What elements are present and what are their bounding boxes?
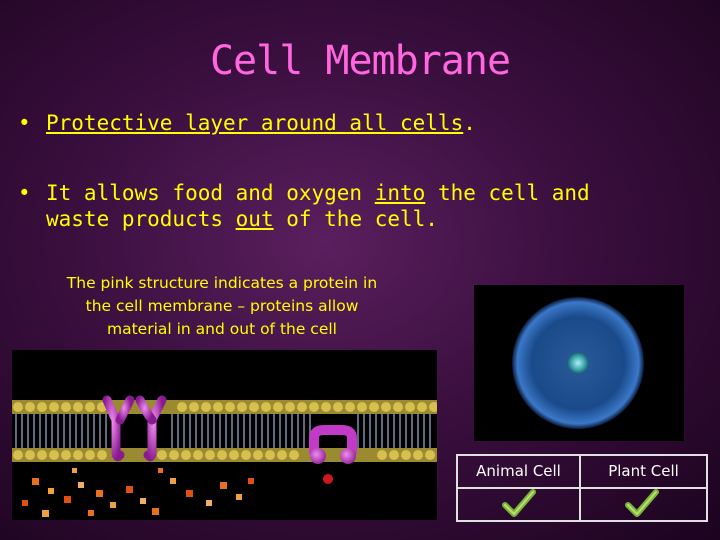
bullet-2-text-a: It allows food and oxygen — [46, 181, 375, 205]
lipid-tails — [15, 414, 431, 448]
table-cell-animal — [457, 488, 580, 521]
caption-line-3: material in and out of the cell — [107, 320, 337, 338]
table-cell-plant — [580, 488, 707, 521]
nutrient-particles — [22, 468, 254, 517]
bullet-food-oxygen: • It allows food and oxygen into the cell… — [18, 180, 708, 232]
bullet-1-text: Protective layer around all cells — [46, 111, 464, 135]
bullet-dot: • — [18, 181, 31, 205]
channel-protein — [309, 425, 357, 484]
bullet-2-text-d: of the cell. — [273, 207, 438, 231]
check-icon — [502, 489, 536, 517]
bullet-protective-layer: • Protective layer around all cells. — [18, 110, 708, 136]
bullet-2-into: into — [374, 181, 426, 205]
lipid-bottom-row — [12, 448, 437, 462]
slide-title: Cell Membrane — [209, 38, 511, 84]
cell-comparison-table: Animal Cell Plant Cell — [456, 454, 708, 522]
protein-caption: The pink structure indicates a protein i… — [12, 272, 432, 341]
check-icon — [625, 489, 659, 517]
bullet-2-out: out — [235, 207, 274, 231]
table-header-plant-cell: Plant Cell — [580, 455, 707, 488]
caption-line-2: the cell membrane – proteins allow — [85, 297, 359, 315]
bullet-2-text-c: waste products — [46, 207, 236, 231]
caption-line-1: The pink structure indicates a protein i… — [66, 274, 378, 292]
cell-nucleus — [567, 352, 589, 374]
bullet-2-text-b: the cell and — [425, 181, 590, 205]
lipid-top-row — [12, 400, 439, 414]
bullet-1-period: . — [463, 111, 476, 135]
cell-photo-svg — [474, 285, 684, 441]
membrane-illustration — [12, 350, 439, 520]
membrane-svg — [12, 395, 439, 517]
table-header-animal-cell: Animal Cell — [457, 455, 580, 488]
receptor-protein — [102, 395, 167, 462]
cell-photo — [474, 285, 684, 441]
bullet-dot: • — [18, 111, 31, 135]
